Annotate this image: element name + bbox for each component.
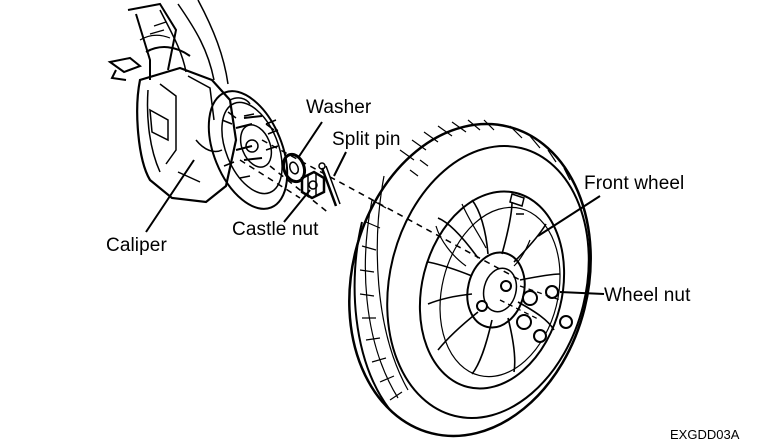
castle-nut-label: Castle nut [232,219,319,240]
rim-details [509,193,525,215]
front-wheel-leader [537,195,601,237]
strut-assembly [107,0,229,85]
front-wheel-label: Front wheel [584,173,685,194]
tire [348,122,592,438]
washer-leader [297,121,323,159]
figure-code: EXGDD03A [670,427,740,442]
wheel-nut-leader [559,291,605,295]
tire-tread [359,119,571,401]
caliper-body [136,66,251,204]
nut-axis-lines [499,285,561,321]
wheel-spokes [427,199,561,375]
caliper-label: Caliper [106,235,167,256]
washer-part [281,152,307,184]
hub-studs [235,115,279,161]
wheel-nut-label: Wheel nut [604,285,691,306]
washer-label: Washer [306,97,372,118]
castle-nut-leader [283,189,311,223]
wheel-rim [418,190,566,390]
caliper-leader [145,159,195,233]
leader-lines [145,121,605,295]
rim-wheel-nuts [476,280,573,343]
split-pin-label: Split pin [332,129,401,150]
brake-disc [207,90,289,210]
split-pin-leader [333,151,347,177]
castle-nut-part [300,170,326,200]
